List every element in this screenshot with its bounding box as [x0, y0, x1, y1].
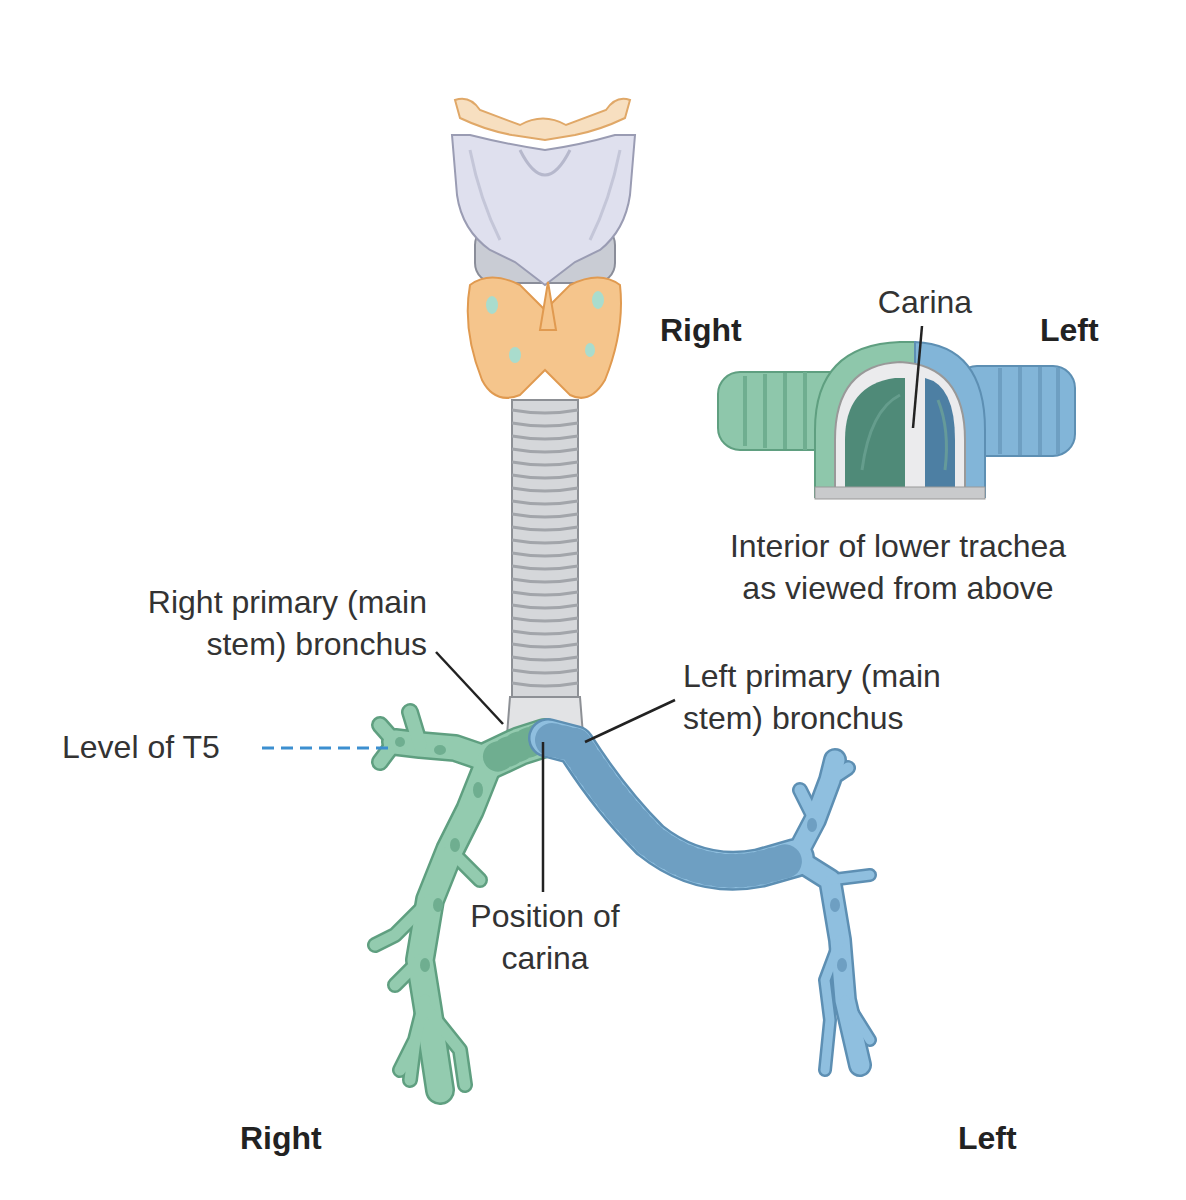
inset-left-lumen: [925, 378, 955, 487]
cartilage-plates: [807, 818, 847, 972]
callout-label: Carina: [845, 282, 1005, 324]
inset-lumen-shading: [862, 395, 946, 470]
inset-cut-edge: [815, 487, 985, 499]
inset-lumen-rim: [835, 362, 965, 497]
orientation-label: Left: [1040, 310, 1160, 352]
callout-label: Left primary (main stem) bronchus: [683, 656, 983, 739]
cartilage-shading: [470, 150, 500, 240]
trachea-tube: [512, 400, 578, 700]
pyramidal-lobe: [540, 282, 556, 330]
leader-line: [585, 700, 675, 742]
thyroid-gland: [468, 278, 621, 398]
thyroid-cartilage: [452, 135, 635, 285]
gland-spot: [592, 291, 604, 309]
trachea: [507, 400, 583, 735]
leader-line: [436, 652, 503, 724]
inset-right-lumen: [845, 378, 905, 487]
cartilage-notch: [520, 150, 570, 175]
inset-caption: Interior of lower trachea as viewed from…: [716, 526, 1080, 609]
level-label: Level of T5: [62, 727, 262, 769]
gland-spot: [509, 347, 521, 363]
orientation-label: Right: [660, 310, 780, 352]
gland-spot: [585, 343, 595, 357]
callout-label: Right primary (main stem) bronchus: [105, 582, 427, 665]
orientation-label: Left: [958, 1118, 1098, 1160]
carina-inset: [718, 342, 1075, 499]
leader-line: [913, 326, 922, 428]
gland-spot: [486, 296, 498, 314]
leader-lines: [436, 326, 922, 892]
inset-rings: [745, 372, 805, 450]
cartilage-shading: [590, 150, 620, 240]
leader-line: [542, 742, 545, 892]
tracheal-rings: [512, 410, 578, 686]
inset-wall-left: [915, 342, 985, 497]
orientation-label: Right: [240, 1118, 380, 1160]
bronchial-rings: [552, 740, 790, 871]
callout-label: Position of carina: [470, 896, 620, 979]
inset-rings: [1000, 367, 1058, 455]
larynx: [452, 99, 635, 285]
vertebral-level-line: [262, 747, 388, 750]
cartilage-plates: [395, 737, 483, 972]
thyroid-lobes: [468, 278, 621, 398]
hyoid-epiglottis: [455, 99, 630, 140]
